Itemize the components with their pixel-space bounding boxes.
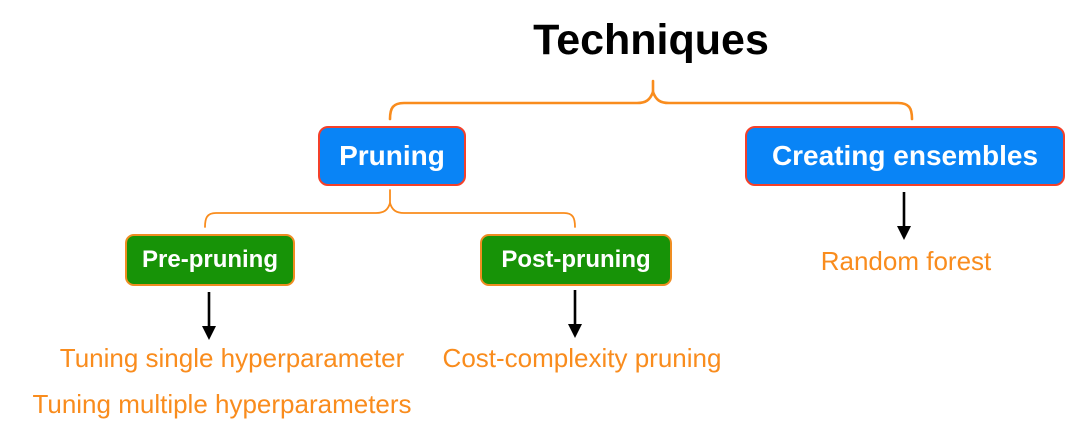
node-post-pruning[interactable]: Post-pruning — [480, 234, 672, 286]
node-pruning[interactable]: Pruning — [318, 126, 466, 186]
brace-pruning — [204, 189, 576, 228]
leaf-tuning-multiple-hyperparameters: Tuning multiple hyperparameters — [32, 389, 412, 419]
page-title: Techniques — [533, 16, 769, 64]
leaf-random-forest: Random forest — [820, 246, 992, 276]
arrow-creating-ensembles-down-icon — [897, 192, 911, 240]
leaf-cost-complexity-pruning: Cost-complexity pruning — [442, 343, 722, 373]
node-creating-ensembles[interactable]: Creating ensembles — [745, 126, 1065, 186]
node-pruning-label: Pruning — [339, 140, 445, 171]
brace-techniques — [388, 79, 914, 121]
node-pre-pruning-label: Pre-pruning — [142, 246, 278, 273]
leaf-tuning-single-hyperparameter: Tuning single hyperparameter — [59, 343, 405, 373]
arrow-pre-pruning-down-icon — [202, 292, 216, 340]
arrow-post-pruning-down-icon — [568, 290, 582, 338]
node-creating-ensembles-label: Creating ensembles — [771, 140, 1039, 171]
node-pre-pruning[interactable]: Pre-pruning — [125, 234, 295, 286]
node-post-pruning-label: Post-pruning — [501, 246, 651, 273]
